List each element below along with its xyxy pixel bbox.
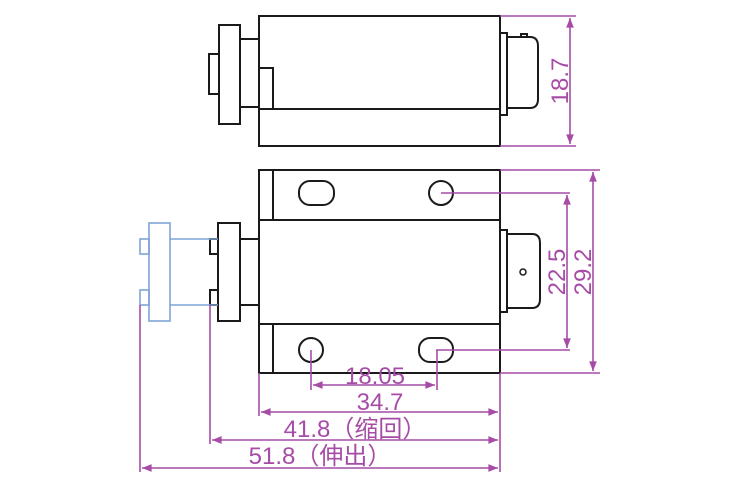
dim-51-8-label: 51.8（伸出） xyxy=(249,443,392,470)
dim-34-7-label: 34.7 xyxy=(357,389,404,416)
top-view xyxy=(208,15,539,147)
top-body xyxy=(258,15,501,147)
dimension-lines xyxy=(139,15,600,472)
dim-18-05-label: 18.05 xyxy=(345,363,405,390)
front-connector-cap xyxy=(507,233,541,309)
front-view xyxy=(139,169,541,374)
dim-29-2-label: 29.2 xyxy=(570,249,597,296)
top-connector-ring xyxy=(499,32,508,116)
front-connector-ring xyxy=(499,229,508,313)
dim-41-8-label: 41.8（缩回） xyxy=(284,416,427,443)
plunger-flange-extended xyxy=(148,222,171,322)
mounting-slot-top xyxy=(298,180,335,206)
top-connector-cap xyxy=(507,36,539,109)
top-flange xyxy=(218,24,241,125)
front-body xyxy=(258,169,501,374)
dim-22-5-label: 22.5 xyxy=(544,249,571,296)
dim-18-7-label: 18.7 xyxy=(547,58,574,105)
plunger-flange-retracted xyxy=(217,222,241,322)
